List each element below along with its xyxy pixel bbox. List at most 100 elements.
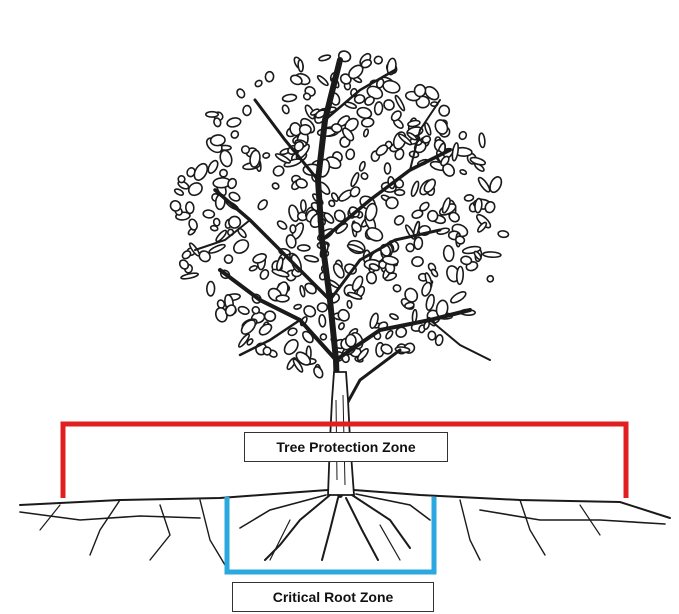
- leaf-cluster: [363, 129, 369, 138]
- leaf-cluster: [382, 98, 396, 112]
- leaf-cluster: [231, 237, 251, 256]
- leaf-cluster: [425, 294, 436, 311]
- leaf-cluster: [411, 256, 423, 267]
- leaf-cluster: [188, 218, 199, 231]
- leaf-cluster: [385, 330, 394, 340]
- leaf-cluster: [206, 112, 218, 117]
- leaf-cluster: [237, 305, 250, 315]
- leaf-cluster: [271, 182, 279, 190]
- leaf-cluster: [262, 152, 270, 159]
- leaf-cluster: [393, 214, 406, 227]
- leaf-cluster: [224, 255, 233, 264]
- leaf-cluster: [192, 161, 210, 182]
- leaf-cluster: [185, 202, 194, 214]
- leaf-cluster: [338, 322, 345, 330]
- leaf-cluster: [430, 268, 439, 277]
- leaf-cluster: [178, 176, 185, 183]
- leaf-cluster: [265, 71, 274, 82]
- leaf-cluster: [258, 322, 274, 337]
- leaf-cluster: [443, 245, 454, 261]
- leaf-cluster: [298, 60, 304, 72]
- leaf-cluster: [230, 129, 240, 139]
- leaf-cluster: [464, 194, 474, 201]
- leaf-cluster: [304, 254, 319, 262]
- leaf-cluster: [345, 149, 355, 160]
- leaf-cluster: [293, 304, 301, 310]
- leaf-cluster: [332, 262, 347, 279]
- leaf-cluster: [316, 74, 329, 86]
- leaf-cluster: [320, 334, 327, 341]
- leaf-cluster: [236, 88, 247, 99]
- leaf-cluster: [254, 79, 263, 88]
- leaf-cluster: [207, 281, 215, 296]
- leaf-cluster: [174, 188, 185, 197]
- leaf-cluster: [249, 265, 258, 272]
- tree-protection-zone-label: Tree Protection Zone: [244, 432, 448, 462]
- leaf-cluster: [389, 313, 399, 321]
- leaf-cluster: [298, 245, 310, 251]
- critical-root-zone-label: Critical Root Zone: [232, 582, 434, 612]
- leaf-cluster: [312, 365, 324, 379]
- leaf-cluster: [365, 225, 385, 243]
- leaf-cluster: [241, 146, 249, 154]
- tree-canopy: [168, 49, 508, 379]
- leaf-cluster: [299, 124, 311, 135]
- leaf-cluster: [414, 85, 425, 97]
- leaf-cluster: [390, 109, 403, 122]
- leaf-cluster: [272, 164, 286, 177]
- leaf-cluster: [422, 177, 437, 194]
- leaf-cluster: [256, 198, 269, 211]
- leaf-cluster: [411, 209, 424, 220]
- leaf-cluster: [276, 295, 289, 302]
- leaf-cluster: [483, 252, 501, 258]
- leaf-cluster: [394, 95, 406, 112]
- leaf-cluster: [282, 94, 297, 103]
- leaf-cluster: [243, 105, 252, 115]
- leaf-cluster: [458, 130, 468, 140]
- leaf-cluster: [406, 243, 414, 251]
- leaf-cluster: [354, 94, 365, 104]
- leaf-cluster: [264, 310, 277, 322]
- leaf-cluster: [438, 105, 449, 117]
- leaf-cluster: [456, 266, 463, 284]
- leaf-cluster: [281, 104, 290, 114]
- leaf-cluster: [210, 225, 218, 231]
- leaf-cluster: [318, 54, 331, 62]
- leaf-cluster: [336, 308, 351, 324]
- leaf-cluster: [366, 272, 377, 285]
- leaf-cluster: [350, 172, 361, 187]
- leaf-cluster: [203, 210, 215, 219]
- leaf-cluster: [459, 169, 467, 175]
- leaf-cluster: [407, 120, 420, 128]
- leaf-cluster: [460, 256, 472, 266]
- leaf-cluster: [386, 197, 398, 209]
- leaf-cluster: [347, 300, 352, 308]
- leaf-cluster: [317, 303, 327, 312]
- leaf-cluster: [206, 159, 219, 175]
- leaf-cluster: [218, 168, 228, 178]
- leaf-cluster: [276, 257, 284, 271]
- leaf-cluster: [210, 134, 225, 146]
- leaf-cluster: [384, 163, 390, 174]
- leaf-cluster: [486, 275, 495, 284]
- leaf-cluster: [181, 272, 199, 280]
- leaf-cluster: [428, 331, 436, 340]
- leaf-cluster: [358, 161, 366, 172]
- leaf-cluster: [226, 117, 241, 128]
- root-system: [20, 490, 670, 565]
- leaf-cluster: [301, 200, 307, 212]
- leaf-cluster: [319, 315, 326, 328]
- leaf-cluster: [449, 290, 467, 305]
- leaf-cluster: [428, 210, 438, 221]
- leaf-cluster: [360, 172, 369, 181]
- leaf-cluster: [361, 118, 374, 128]
- leaf-cluster: [477, 176, 492, 193]
- critical-root-zone-bracket: [227, 497, 434, 572]
- leaf-cluster: [392, 284, 401, 293]
- leaf-cluster: [290, 225, 296, 233]
- leaf-cluster: [186, 180, 204, 197]
- leaf-cluster: [451, 143, 459, 162]
- leaf-cluster: [276, 219, 288, 230]
- leaf-cluster: [346, 334, 356, 346]
